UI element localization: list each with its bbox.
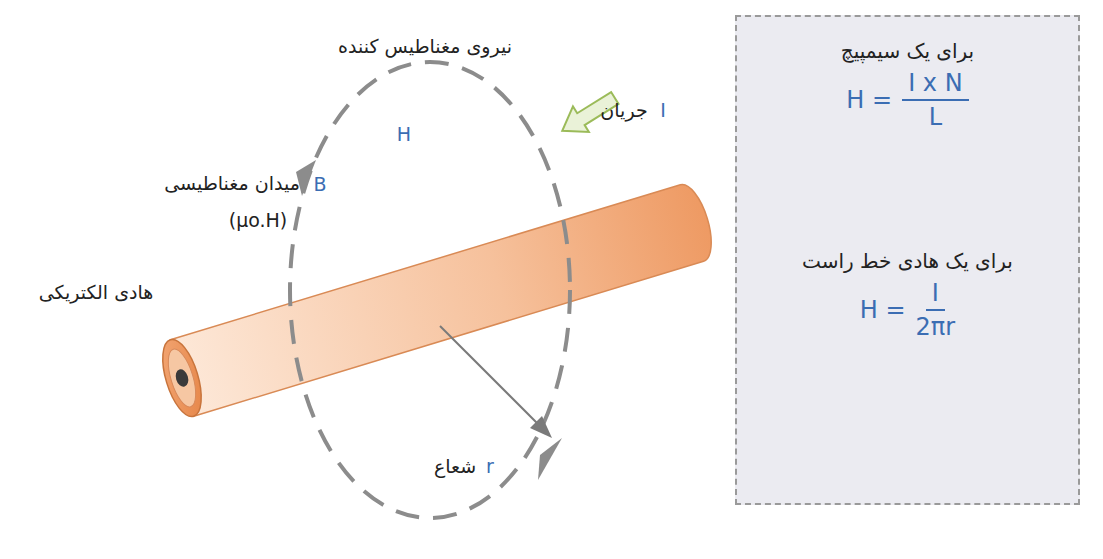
label: میدان مغناطیسی: [164, 172, 300, 194]
label: نیروی مغناطیس کننده: [338, 35, 512, 57]
label: r: [486, 455, 494, 477]
label: H: [397, 123, 411, 145]
formula-lhs: H =: [846, 86, 892, 114]
field-loop: [290, 62, 570, 518]
formula: H = I2πr: [860, 279, 955, 341]
formula-group: برای یک سیمپیچ H = I x NL: [737, 39, 1078, 131]
fraction: I2πr: [916, 279, 956, 341]
denominator: 2πr: [916, 311, 956, 341]
numerator: I x N: [902, 69, 969, 101]
label: (μo.H): [229, 209, 288, 231]
label: هادی الکتریکی: [39, 281, 154, 303]
field-arrowhead: [538, 438, 562, 480]
fraction: I x NL: [902, 69, 969, 131]
numerator: I: [926, 279, 945, 311]
label: I: [660, 99, 666, 121]
radius-arrowhead: [530, 416, 552, 438]
case-heading: برای یک هادی خط راست: [802, 249, 1013, 273]
label: شعاع: [434, 455, 476, 477]
case-heading: برای یک سیمپیچ: [841, 39, 974, 63]
label: B: [313, 173, 326, 195]
radius-line: [440, 326, 540, 426]
denominator: L: [929, 101, 942, 131]
conductor: [155, 180, 719, 421]
formula-lhs: H =: [860, 296, 906, 324]
formula: H = I x NL: [846, 69, 968, 131]
formula-group: برای یک هادی خط راست H = I2πr: [737, 249, 1078, 341]
label: جریان: [600, 99, 647, 121]
formula-panel: برای یک سیمپیچ H = I x NL برای یک هادی خط ر…: [735, 15, 1080, 505]
